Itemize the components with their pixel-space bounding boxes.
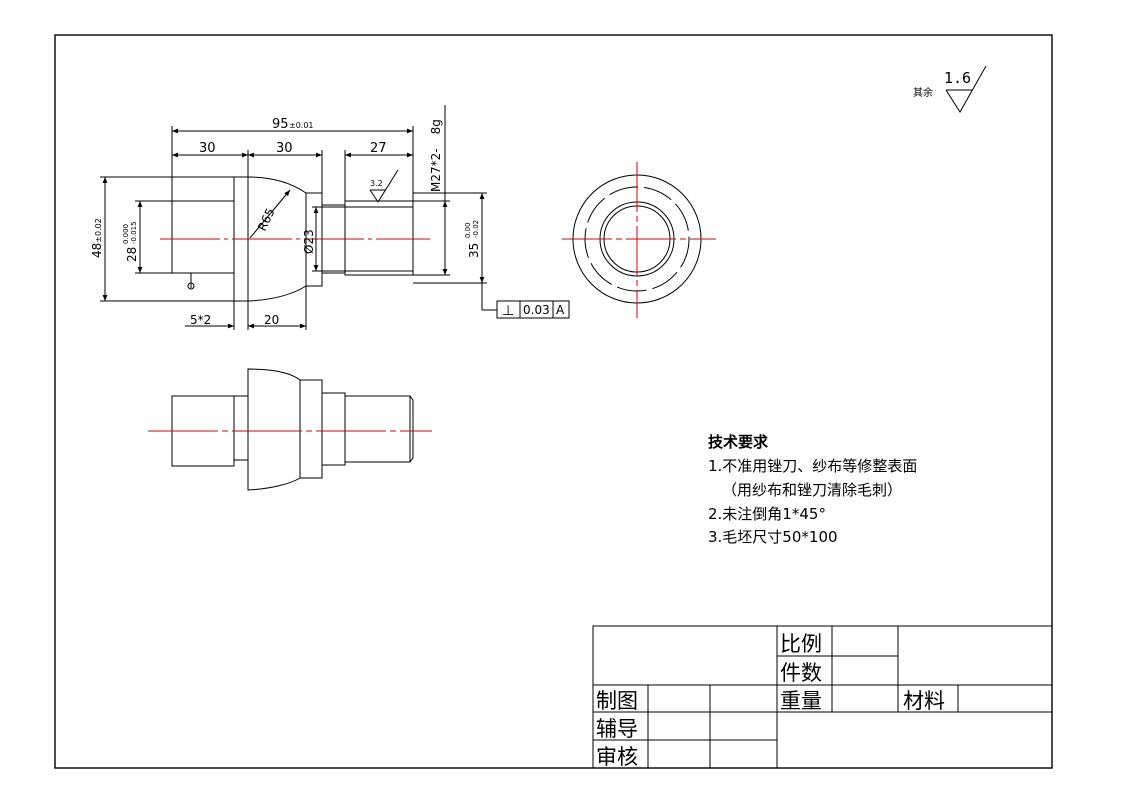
roughness-general-symbol: 其余 1.6: [913, 65, 987, 113]
tech-title: 技术要求: [708, 433, 769, 451]
tech-line-4: 3.毛坯尺寸50*100: [708, 528, 838, 546]
side-view: [562, 162, 716, 318]
dim-seg1: 30: [199, 141, 216, 156]
main-view: [160, 176, 430, 302]
tolerance-symbol: ⊥: [502, 303, 514, 319]
tech-line-3: 2.未注倒角1*45°: [708, 505, 826, 523]
tb-material: 材料: [903, 689, 945, 713]
tolerance-datum: A: [556, 303, 565, 317]
dim-28-tol-upper: 0.000: [122, 224, 130, 244]
drawing-border: [54, 34, 1053, 769]
tech-line-1: 1.不准用锉刀、纱布等修整表面: [708, 457, 917, 475]
tolerance-value: 0.03: [523, 303, 550, 317]
dim-groove: 5*2: [190, 313, 211, 327]
dim-35: 35: [467, 243, 481, 258]
tb-weight: 重量: [780, 689, 822, 713]
blank-outline: [171, 368, 414, 491]
dim-35-tol-upper: 0.00: [464, 222, 472, 238]
dim-48: 48±0.02: [90, 218, 104, 258]
dim-35-tol-lower: -0.02: [472, 220, 480, 238]
dim-radius: R65: [255, 206, 278, 233]
dim-overall-tol: ±0.01: [289, 121, 314, 130]
roughness-value: 1.6: [944, 69, 971, 87]
dim-28-tol-lower: -0.015: [130, 221, 138, 244]
tb-drawn: 制图: [596, 689, 638, 713]
tb-scale: 比例: [780, 632, 822, 656]
tolerance-frame: ⊥ 0.03 A: [496, 300, 570, 319]
dim-23: Ø23: [302, 229, 316, 254]
dim-thread: M27*2-8g: [429, 119, 443, 192]
dim-overall: 95: [272, 117, 289, 132]
dim-seg2: 30: [276, 141, 293, 156]
dim-20: 20: [264, 313, 279, 327]
tb-guidance: 辅导: [596, 717, 638, 741]
tech-line-2: （用纱布和锉刀清除毛刺）: [722, 481, 902, 499]
tb-quantity: 件数: [780, 661, 822, 685]
dimension-lines: [100, 105, 497, 330]
tb-review: 审核: [596, 745, 638, 769]
bottom-view: [148, 368, 432, 491]
roughness-prefix: 其余: [913, 86, 933, 99]
roughness-thread-value: 3.2: [370, 179, 383, 188]
title-block: 比例 件数 制图 重量 材料 辅导 审核: [592, 625, 1053, 769]
dim-seg3: 27: [370, 141, 387, 156]
dim-28: 28: [125, 247, 139, 262]
tech-requirements: 技术要求 1.不准用锉刀、纱布等修整表面 （用纱布和锉刀清除毛刺） 2.未注倒角…: [708, 433, 917, 546]
dimension-texts: 95 ±0.01 30 30 27 M27*2-8g 48±0.02 28 0.…: [90, 117, 481, 327]
